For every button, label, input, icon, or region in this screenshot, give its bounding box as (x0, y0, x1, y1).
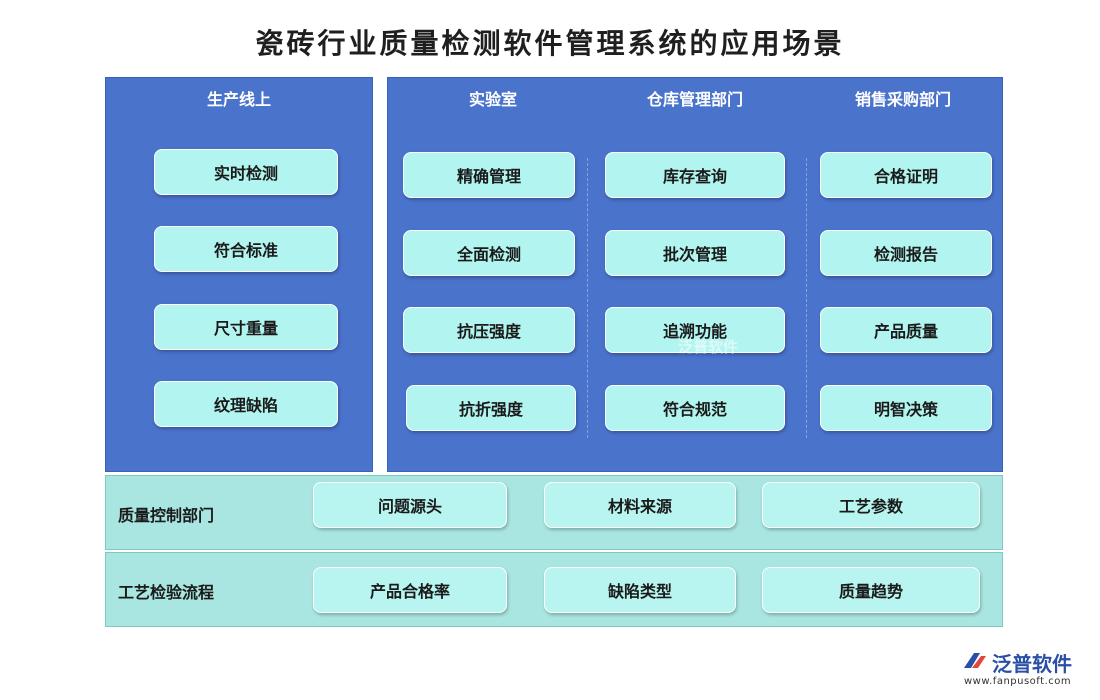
qc-item-process-params: 工艺参数 (762, 482, 980, 528)
watermark: 泛普软件 (678, 338, 739, 356)
warehouse-item-trace: 追溯功能 (605, 307, 785, 353)
lab-item-flexural: 抗折强度 (406, 385, 576, 431)
production-item-size: 尺寸重量 (154, 304, 338, 350)
divider-2 (806, 158, 807, 438)
process-inspection-label: 工艺检验流程 (118, 583, 215, 602)
lab-header: 实验室 (468, 90, 517, 109)
sales-item-decision: 明智决策 (820, 385, 992, 431)
warehouse-item-batch: 批次管理 (605, 230, 785, 276)
lab-item-compressive: 抗压强度 (403, 307, 575, 353)
qc-item-material-source: 材料来源 (544, 482, 736, 528)
quality-control-band: 质量控制部门 问题源头 材料来源 工艺参数 (105, 475, 1003, 550)
divider-1 (587, 158, 588, 438)
lab-item-precise: 精确管理 (403, 152, 575, 198)
sales-header: 销售采购部门 (854, 90, 951, 109)
quality-control-label: 质量控制部门 (118, 506, 215, 525)
logo-name: 泛普软件 (992, 652, 1072, 676)
warehouse-item-inventory: 库存查询 (605, 152, 785, 198)
sales-item-report: 检测报告 (820, 230, 992, 276)
production-header: 生产线上 (206, 90, 271, 109)
departments-panel: 实验室 仓库管理部门 销售采购部门 精确管理 全面检测 抗压强度 抗折强度 库存… (387, 77, 1003, 472)
sales-item-certificate: 合格证明 (820, 152, 992, 198)
page-title: 瓷砖行业质量检测软件管理系统的应用场景 (255, 27, 845, 60)
logo-url: www.fanpusoft.com (964, 676, 1072, 687)
production-panel: 生产线上 实时检测 符合标准 尺寸重量 纹理缺陷 (105, 77, 373, 472)
pi-item-quality-trend: 质量趋势 (762, 567, 980, 613)
brand-logo: 泛普软件 www.fanpusoft.com (958, 646, 1088, 692)
lab-item-comprehensive: 全面检测 (403, 230, 575, 276)
warehouse-header: 仓库管理部门 (646, 90, 743, 109)
brand-mark-icon (964, 653, 986, 668)
production-item-realtime: 实时检测 (154, 149, 338, 195)
pi-item-defect-type: 缺陷类型 (544, 567, 736, 613)
qc-item-root-cause: 问题源头 (313, 482, 507, 528)
sales-item-quality: 产品质量 (820, 307, 992, 353)
pi-item-pass-rate: 产品合格率 (313, 567, 507, 613)
warehouse-item-compliance: 符合规范 (605, 385, 785, 431)
production-item-texture: 纹理缺陷 (154, 381, 338, 427)
production-item-standard: 符合标准 (154, 226, 338, 272)
process-inspection-band: 工艺检验流程 产品合格率 缺陷类型 质量趋势 (105, 552, 1003, 627)
